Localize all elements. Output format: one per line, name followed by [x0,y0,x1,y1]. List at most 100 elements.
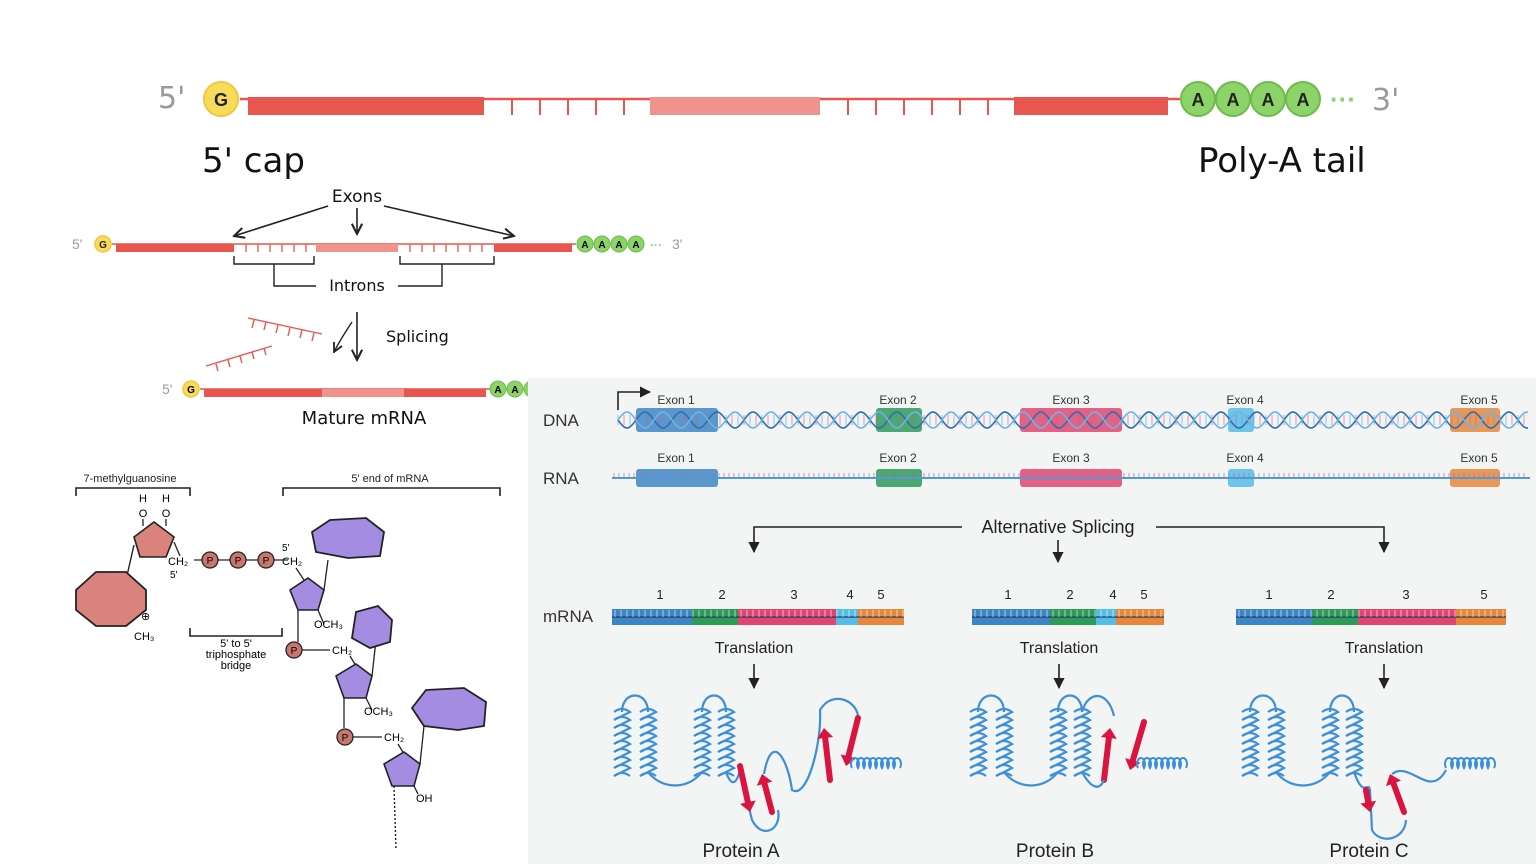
protein-c-helix-2 [1267,707,1287,777]
protein-c-label: Protein C [1329,841,1408,862]
variant-a-num-3: 3 [790,587,797,602]
splice-five-prime: 5' [72,236,82,252]
variant-a-num-1: 1 [656,587,663,602]
dna-exon-1 [636,408,718,432]
rna-label: RNA [543,469,580,488]
cap-g-circle [203,81,239,117]
svg-text:P: P [342,733,349,744]
dna-exon-3 [1020,408,1122,432]
svg-text:A: A [511,385,518,396]
svg-text:OCH₃: OCH₃ [364,706,393,718]
variant-c-num-1: 1 [1265,587,1272,602]
protein-a-strand-3-head [817,728,834,739]
protein-c-strand-2 [1390,780,1407,815]
protein-a-helix-2 [639,707,659,777]
protein-a-helix-3 [693,707,713,777]
protein-c-helix-4 [1345,707,1365,777]
top-exon-1 [248,97,484,115]
protein-c-helix-3 [1321,707,1341,777]
dna-strand-2 [617,411,1528,429]
protein-b-strand-1-head [1100,728,1117,739]
svg-text:⊕: ⊕ [141,611,150,623]
svg-text:CH₂: CH₂ [168,556,188,568]
svg-text:OCH₃: OCH₃ [314,619,343,631]
top-exon-2 [650,97,820,115]
protein-b-helix-1 [969,707,989,777]
rna-strand [612,469,1530,487]
svg-text:CH₂: CH₂ [384,732,404,744]
protein-b-tail-coil [1136,757,1188,770]
protein-b-strand-2 [1129,719,1147,764]
variant-a-num-5: 5 [877,587,884,602]
protein-a-tail-coil [850,757,902,770]
svg-text:5': 5' [162,381,172,397]
protein-b-helix-4 [1073,707,1093,777]
dna-exon-3-label: Exon 3 [1052,393,1090,407]
top-intron-1 [511,99,625,115]
svg-text:O: O [139,508,148,520]
protein-a-helix-4 [717,707,737,777]
introns-label: Introns [329,276,385,295]
protein-c-helix-1 [1241,707,1261,777]
cap-label: 5' cap [202,141,305,181]
svg-text:A: A [615,240,622,251]
variant-a-num-4: 4 [846,587,853,602]
translation-label-c: Translation [1345,640,1424,657]
top-five-prime: 5' [158,81,185,116]
top-tail-dots: ··· [1330,84,1356,114]
proteins [613,694,1496,840]
protein-c-tail-coil [1444,757,1496,770]
dna-exon-2-label: Exon 2 [879,393,917,407]
svg-text:A: A [1227,90,1240,110]
dna-label: DNA [543,411,580,430]
protein-c-strand-1-head [1360,800,1377,812]
svg-text:A: A [494,385,501,396]
protein-b-strand-1 [1101,734,1112,783]
variant-c-num-4: 5 [1480,587,1487,602]
base-3 [410,687,487,731]
svg-text:O: O [162,508,171,520]
protein-a-strand-3 [822,734,833,783]
variant-b-num-3: 4 [1109,587,1116,602]
cap-sugar [133,521,175,558]
svg-text:5': 5' [170,570,178,581]
svg-text:A: A [1192,90,1205,110]
svg-text:OH: OH [416,793,433,805]
dna-exon-4-label: Exon 4 [1226,393,1264,407]
protein-c-strand-1 [1363,787,1372,806]
svg-text:A: A [1262,90,1275,110]
five-end-label: 5' end of mRNA [351,473,429,485]
svg-text:triphosphate: triphosphate [206,649,267,661]
translation-label-a: Translation [715,640,794,657]
rna-exon-4-label: Exon 4 [1226,451,1264,465]
svg-text:H: H [139,493,147,505]
variant-c-num-2: 2 [1327,587,1334,602]
svg-text:bridge: bridge [221,660,252,672]
svg-text:P: P [291,646,298,657]
dna-exon-4 [1228,408,1254,432]
dna-strand-1 [617,411,1528,429]
svg-text:CH₃: CH₃ [134,631,154,643]
removed-intron-1 [247,317,323,342]
protein-b-helix-2 [995,707,1015,777]
svg-text:A: A [598,240,605,251]
top-three-prime: 3' [1372,83,1399,118]
svg-text:···: ··· [650,238,662,252]
tail-label: Poly-A tail [1198,141,1366,181]
svg-text:P: P [235,556,242,567]
removed-intron-2 [205,345,273,372]
cap-structure: 7-methylguanosine 5' end of mRNA H H O O… [75,473,501,851]
mature-mrna-label: Mature mRNA [302,408,427,429]
svg-text:A: A [1297,90,1310,110]
protein-b-helix-3 [1049,707,1069,777]
splice-three-prime: 3' [672,236,682,252]
protein-a-helix-1 [613,707,633,777]
top-intron-2 [847,99,989,115]
svg-text:5' to 5': 5' to 5' [220,638,252,650]
splice-cap-letter: G [99,240,107,251]
protein-a-strand-4 [845,715,861,760]
translation-label-b: Translation [1020,640,1099,657]
variant-b-num-1: 1 [1004,587,1011,602]
variant-b-num-2: 2 [1066,587,1073,602]
